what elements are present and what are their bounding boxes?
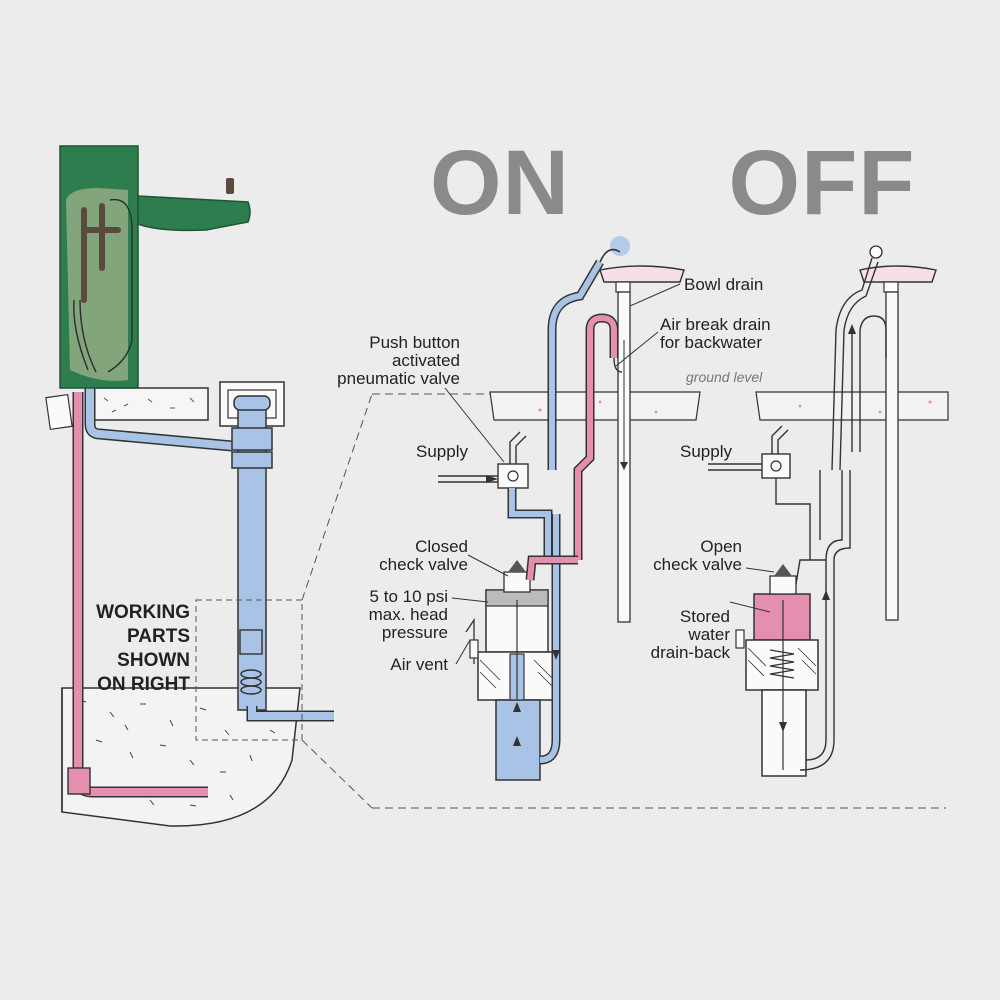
- pneumatic-valve-icon: [761, 425, 791, 479]
- on-title: ON: [430, 132, 570, 234]
- on-supply-label: Supply: [416, 442, 468, 461]
- closed-check-valve-label: check valve: [379, 555, 468, 574]
- air-vent-label: Air vent: [390, 655, 448, 674]
- bowl-drain-label: Bowl drain: [684, 275, 763, 294]
- stored-water-label: Stored: [680, 607, 730, 626]
- spray-nozzle-icon: [226, 178, 234, 186]
- open-check-valve-label: check valve: [653, 555, 742, 574]
- head-pressure-label: max. head: [369, 605, 448, 624]
- concrete-slab: [89, 387, 209, 421]
- working-parts-line: WORKING: [96, 602, 190, 623]
- off-title: OFF: [729, 132, 916, 234]
- gravel-specks: [74, 699, 276, 807]
- push-button-label: pneumatic valve: [337, 369, 460, 388]
- working-parts-line: ON RIGHT: [97, 674, 190, 695]
- closed-check-valve-label: Closed: [415, 537, 468, 556]
- ground-strip: ground level: [489, 369, 949, 421]
- push-button-label: activated: [392, 351, 460, 370]
- working-parts-line: SHOWN: [117, 650, 190, 671]
- stored-water-label: water: [687, 625, 730, 644]
- left-panel: WORKING PARTS SHOWN ON RIGHT: [45, 145, 946, 827]
- open-check-valve-label: Open: [700, 537, 742, 556]
- working-parts-line: PARTS: [127, 626, 190, 647]
- detail-box: [195, 599, 303, 741]
- off-panel: Supply Open check valve Stored water dra…: [651, 245, 937, 777]
- off-supply-label: Supply: [680, 442, 732, 461]
- working-parts-label: WORKING PARTS SHOWN ON RIGHT: [96, 602, 190, 695]
- on-panel: Push button activated pneumatic valve Su…: [337, 236, 771, 781]
- check-valve-icon: [503, 560, 531, 593]
- stored-water-label: drain-back: [651, 643, 731, 662]
- head-pressure-label: 5 to 10 psi: [370, 587, 448, 606]
- head-pressure-label: pressure: [382, 623, 448, 642]
- ground-level-label: ground level: [686, 369, 763, 385]
- air-break-drain-label: for backwater: [660, 333, 762, 352]
- push-button-label: Push button: [369, 333, 460, 352]
- fountain-pedestal: [59, 145, 251, 389]
- check-valve-icon: [769, 564, 797, 595]
- air-break-drain-label: Air break drain: [660, 315, 771, 334]
